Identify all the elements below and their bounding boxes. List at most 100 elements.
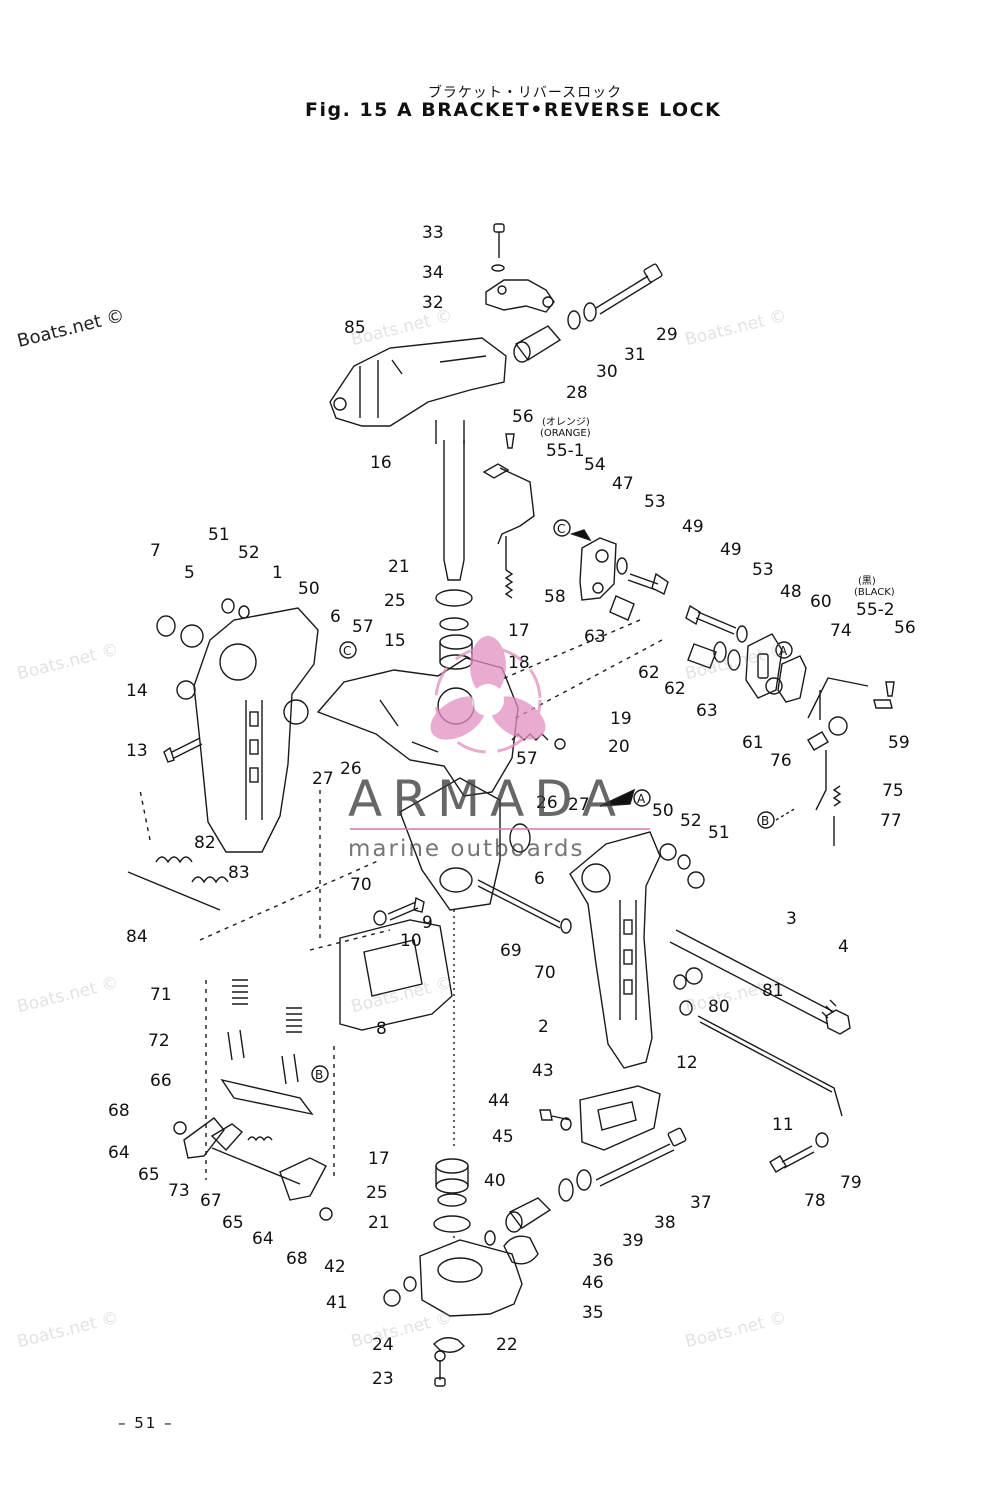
part-bolt-49-upper <box>627 572 669 595</box>
callout-label: 6 <box>330 607 341 627</box>
brand-name-watermark: ARMADA <box>348 770 627 828</box>
part-rod-75 <box>815 750 827 811</box>
callout-label: 40 <box>484 1171 506 1191</box>
callout-label: 62 <box>638 663 660 683</box>
callout-label: 3 <box>786 909 797 929</box>
part-washer-52-lower <box>677 854 691 870</box>
part-bolt-29 <box>595 263 663 315</box>
callout-label: 63 <box>584 627 606 647</box>
callout-label: 68 <box>108 1101 130 1121</box>
part-collar-62 <box>687 643 717 669</box>
callout-label: 28 <box>566 383 588 403</box>
callout-label: 64 <box>108 1143 130 1163</box>
callout-label: 13 <box>126 741 148 761</box>
callout-label: 39 <box>622 1231 644 1251</box>
part-plate-47 <box>579 537 617 601</box>
part-bolt-33 <box>493 223 505 258</box>
part-stopper-22 <box>433 1337 465 1353</box>
callout-label: 29 <box>656 325 678 345</box>
callout-label: 57 <box>516 749 538 769</box>
part-link-76 <box>807 731 829 751</box>
callout-label: 51 <box>208 525 230 545</box>
annotation-black-jp: (黒) <box>858 575 876 587</box>
page-number: – 51 – <box>118 1414 174 1432</box>
part-shaft-84 <box>127 871 221 911</box>
part-washer-63-lower <box>765 677 783 695</box>
part-knob-55-1 <box>482 463 510 479</box>
brand-divider <box>350 828 650 830</box>
callout-label: 65 <box>222 1213 244 1233</box>
svg-text:B: B <box>315 1068 323 1082</box>
ref-marker-a-center: A <box>599 788 651 807</box>
callout-label: 65 <box>138 1165 160 1185</box>
part-nut-41 <box>383 1289 401 1307</box>
part-bracket-65 <box>210 1123 244 1152</box>
callout-label: 18 <box>508 653 530 673</box>
callout-label: 59 <box>888 733 910 753</box>
callout-label: 61 <box>742 733 764 753</box>
part-knob-55-2 <box>873 699 893 709</box>
callout-label: 62 <box>664 679 686 699</box>
svg-text:A: A <box>637 792 646 806</box>
ref-marker-c-left: C <box>339 641 357 659</box>
callout-label: 37 <box>690 1193 712 1213</box>
callout-label: 74 <box>830 621 852 641</box>
callout-label: 45 <box>492 1127 514 1147</box>
part-bushing-36 <box>508 1197 552 1229</box>
callout-label: 26 <box>536 793 558 813</box>
callout-label: 32 <box>422 293 444 313</box>
annotation-orange-en: (ORANGE) <box>540 428 591 439</box>
callout-label: 77 <box>880 811 902 831</box>
part-bolt-23 <box>434 1360 446 1387</box>
part-cap-46 <box>503 1235 539 1265</box>
callout-label: 56 <box>512 407 534 427</box>
callout-label: 23 <box>372 1369 394 1389</box>
callout-label: 12 <box>676 1053 698 1073</box>
callout-label: 53 <box>644 492 666 512</box>
brand-tagline-watermark: marine outboards <box>348 836 585 862</box>
part-washer-45 <box>560 1117 572 1131</box>
figure-title: Fig. 15 A BRACKET•REVERSE LOCK <box>305 99 722 121</box>
callout-label: 51 <box>708 823 730 843</box>
callout-label: 17 <box>508 621 530 641</box>
callout-label: 44 <box>488 1091 510 1111</box>
part-washer-10 <box>373 910 387 926</box>
part-bolt-9 <box>387 896 425 921</box>
part-washer-39 <box>558 1178 574 1202</box>
callout-label: 20 <box>608 737 630 757</box>
part-nut-59 <box>828 716 848 736</box>
callout-label: 47 <box>612 474 634 494</box>
part-washer-70 <box>560 918 572 934</box>
callout-label: 81 <box>762 981 784 1001</box>
part-washer-6 <box>509 823 531 853</box>
ref-marker-b-left: B <box>311 1065 329 1083</box>
part-spring-82 <box>155 856 193 864</box>
callout-label: 79 <box>840 1173 862 1193</box>
part-lock-plate-48 <box>745 633 783 699</box>
part-spring-73 <box>247 1136 273 1142</box>
part-swivel-upper-85 <box>329 337 507 427</box>
part-collar-12 <box>679 1000 693 1016</box>
part-bolt-13 <box>163 737 203 763</box>
ref-marker-b-right: B <box>757 807 797 829</box>
callout-label: 9 <box>422 913 433 933</box>
callout-label: 24 <box>372 1335 394 1355</box>
callout-label: 35 <box>582 1303 604 1323</box>
part-plate-66 <box>220 1078 314 1116</box>
callout-label: 78 <box>804 1191 826 1211</box>
callout-label: 70 <box>534 963 556 983</box>
part-swivel-lower-35 <box>419 1239 523 1317</box>
part-nut-4 <box>825 1009 851 1035</box>
part-collar-63-upper <box>609 595 635 621</box>
callout-label: 67 <box>200 1191 222 1211</box>
part-washer-38 <box>576 1169 592 1191</box>
part-screw-56-upper <box>505 433 515 449</box>
callout-label: 7 <box>150 541 161 561</box>
callout-label: 33 <box>422 223 444 243</box>
part-washer-51-upper <box>221 598 235 614</box>
part-washer-34 <box>491 264 505 272</box>
part-washer-53-lower <box>736 625 748 643</box>
callout-label: 25 <box>366 1183 388 1203</box>
part-bolt-49-lower <box>685 604 737 635</box>
